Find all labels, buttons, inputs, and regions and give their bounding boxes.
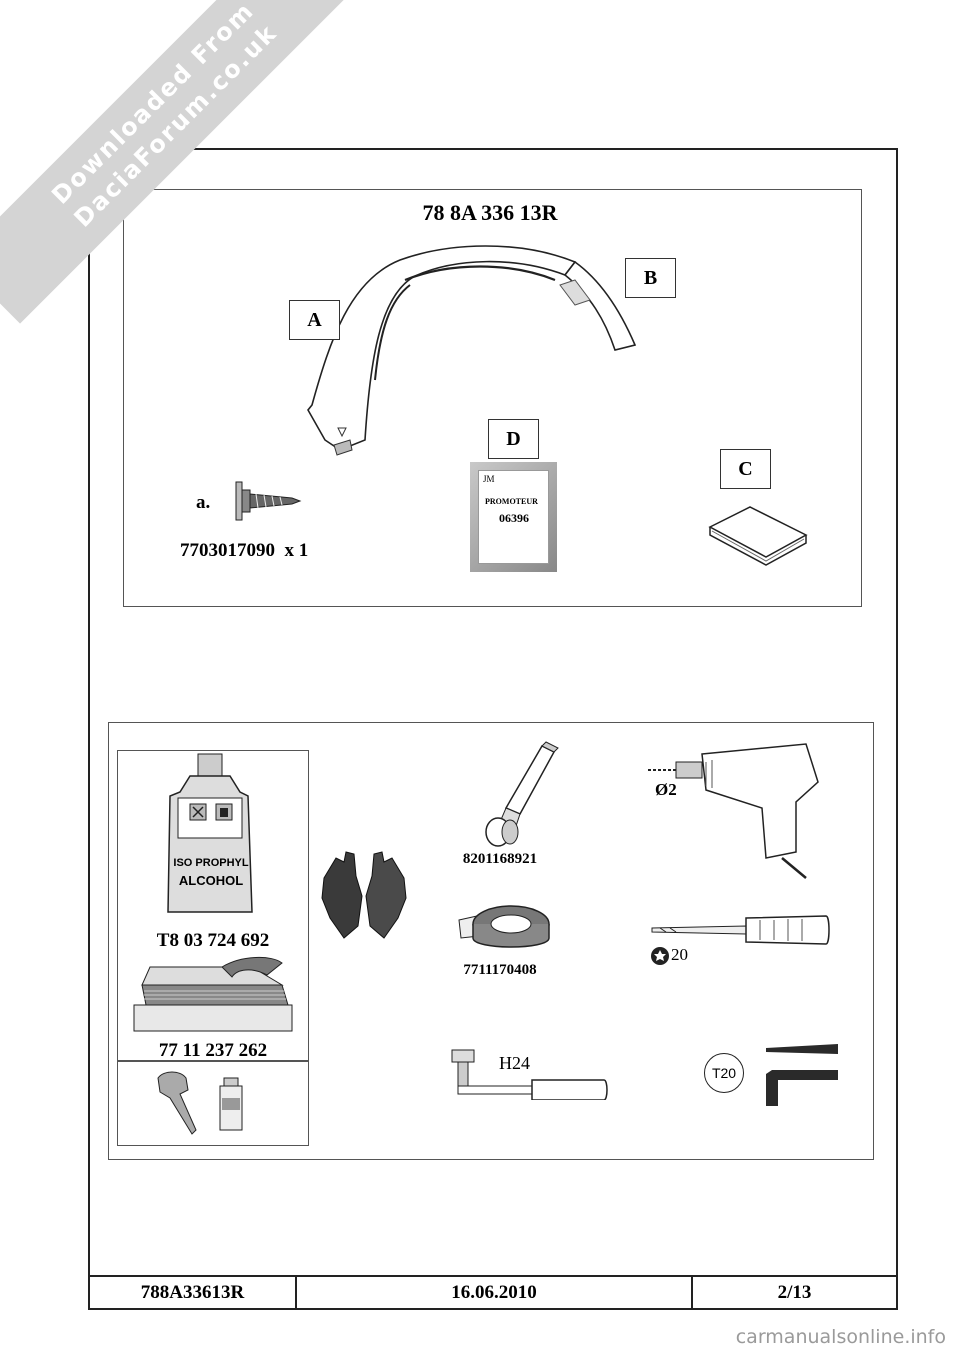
- bottle-label-line2: ALCOHOL: [178, 873, 244, 888]
- box-d-line1: JM: [483, 474, 495, 484]
- drill-icon: [648, 743, 819, 879]
- label-d: D: [488, 419, 539, 459]
- kit-reference: 78 8A 336 13R: [422, 200, 558, 225]
- divider: [117, 1060, 309, 1062]
- cleaning-wipes-icon: [133, 956, 293, 1032]
- footer-reference: 788A33613R: [90, 1277, 297, 1308]
- gloves-icon: [321, 851, 407, 939]
- bottle-label-line1: ISO PROPHYL: [173, 857, 249, 869]
- tape-roll-icon: [458, 905, 550, 948]
- label-a: A: [289, 300, 340, 340]
- torx-key-icon: [766, 1044, 838, 1106]
- instruction-booklet-icon: [708, 506, 808, 566]
- alcohol-bottle-icon: [167, 753, 253, 913]
- footer-date: 16.06.2010: [297, 1277, 693, 1308]
- box-d-line2: PROMOTEUR: [485, 497, 538, 506]
- roller-tool-icon: [485, 741, 559, 847]
- screw-icon: [235, 481, 302, 521]
- torx-icon: [651, 947, 669, 965]
- tools-panel: [108, 722, 874, 1160]
- screwdriver-icon: [651, 915, 830, 945]
- socket-wrench-icon: [451, 1049, 608, 1100]
- torx-size-badge: T20: [704, 1053, 744, 1093]
- tape-part-number: 7711170408: [463, 962, 537, 978]
- roller-part-number: 8201168921: [462, 851, 538, 867]
- wheel-arch-illustration: [307, 245, 637, 456]
- alcohol-part-number: T8 03 724 692: [156, 930, 270, 951]
- label-b: B: [625, 258, 676, 298]
- fastener-index: a.: [196, 492, 211, 513]
- box-d-line3: 06396: [499, 511, 529, 525]
- site-watermark: carmanualsonline.info: [735, 1326, 946, 1348]
- socket-size: H24: [499, 1053, 530, 1073]
- cleaning-products-panel: [117, 750, 309, 1146]
- drill-size: Ø2: [655, 780, 677, 799]
- screwdriver-size: 20: [671, 945, 688, 964]
- label-c: C: [720, 449, 771, 489]
- wipes-part-number: 77 11 237 262: [158, 1040, 268, 1061]
- fastener-part-number: 7703017090 x 1: [180, 540, 309, 561]
- cleaning-hand-icon: [157, 1071, 243, 1135]
- adhesive-promoter-box: JM PROMOTEUR 06396: [470, 462, 557, 572]
- footer-bar: 788A33613R 16.06.2010 2/13: [88, 1275, 898, 1310]
- footer-page: 2/13: [777, 1281, 812, 1303]
